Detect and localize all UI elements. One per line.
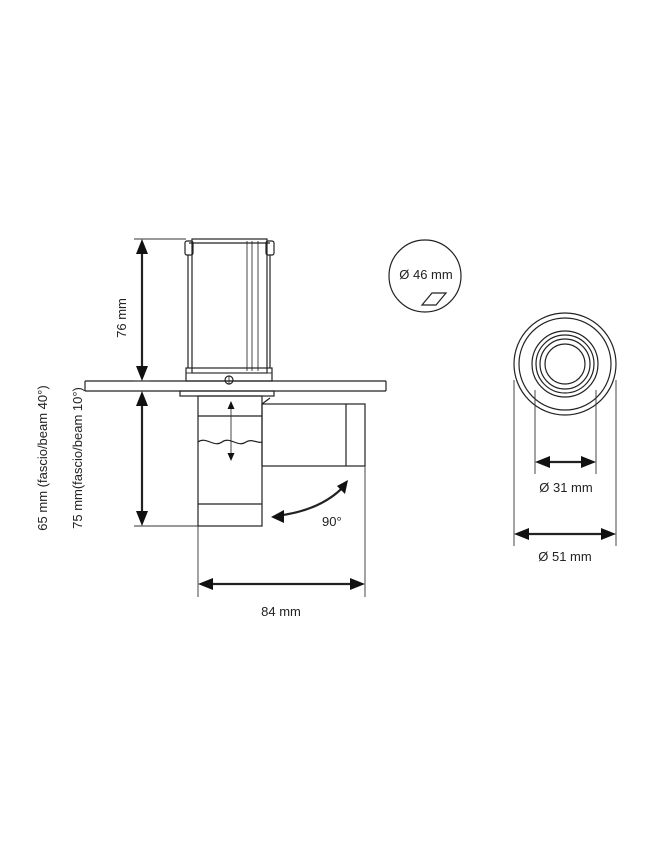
dim-76mm: 76 mm bbox=[114, 238, 186, 382]
dim-31mm-label: Ø 31 mm bbox=[539, 480, 592, 495]
cutout-diameter-label: Ø 46 mm bbox=[399, 267, 452, 282]
dim-84mm-label: 84 mm bbox=[261, 604, 301, 619]
cutout-symbol: Ø 46 mm bbox=[388, 239, 462, 313]
dim-76mm-label: 76 mm bbox=[114, 298, 129, 338]
recessed-housing bbox=[184, 238, 275, 385]
lamp-body bbox=[197, 395, 263, 527]
front-view: Ø 31 mm Ø 51 mm bbox=[513, 312, 617, 564]
side-view: 76 mm 65 mm (fascio/beam 40°) 75 mm(fasc… bbox=[35, 238, 387, 619]
dim-75mm-label: 75 mm(fascio/beam 10°) bbox=[70, 387, 85, 529]
trim-ring bbox=[179, 390, 275, 397]
dim-51mm: Ø 51 mm bbox=[513, 380, 617, 564]
tilt-arrow: 90° bbox=[271, 480, 348, 529]
dim-65-75mm: 65 mm (fascio/beam 40°) 75 mm(fascio/bea… bbox=[35, 385, 198, 531]
dim-31mm: Ø 31 mm bbox=[534, 390, 597, 495]
ceiling-plane bbox=[84, 380, 387, 392]
dim-84mm: 84 mm bbox=[197, 466, 366, 619]
tilt-angle-label: 90° bbox=[322, 514, 342, 529]
dim-65mm-label: 65 mm (fascio/beam 40°) bbox=[35, 385, 50, 530]
dim-51mm-label: Ø 51 mm bbox=[538, 549, 591, 564]
tilted-head bbox=[261, 397, 366, 467]
